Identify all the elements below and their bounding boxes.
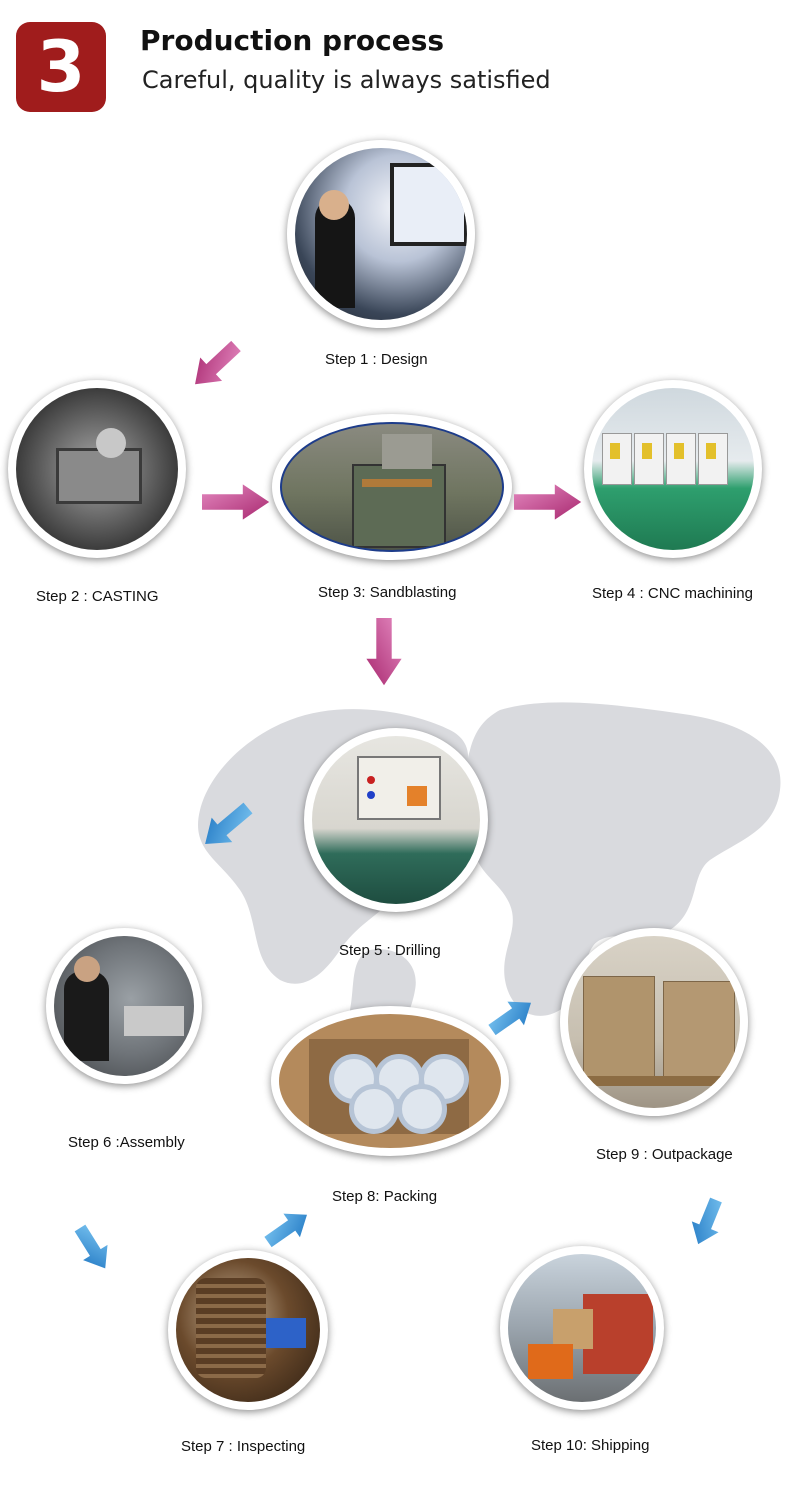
arrow-step5-to-step6 [194,795,259,857]
page-subtitle: Careful, quality is always satisfied [142,66,551,94]
step-6-assembly-image [46,928,202,1084]
step-3-sandblasting-image [272,414,512,560]
step-10-shipping-image [500,1246,664,1410]
step-8-label: Step 8: Packing [332,1188,438,1205]
arrow-step7-to-step8 [259,1202,316,1254]
step-7-label: Step 7 : Inspecting [181,1438,306,1455]
page-title: Production process [140,24,445,57]
step-6-label: Step 6 :Assembly [68,1134,185,1151]
step-10-label: Step 10: Shipping [531,1437,650,1454]
arrow-step8-to-step9 [483,990,540,1042]
step-5-drilling-image [304,728,488,912]
arrow-step9-to-step10 [684,1194,730,1250]
step-9-outpackage-image [560,928,748,1116]
arrow-step2-to-step3 [202,484,270,520]
step-number-badge: 3 [16,22,106,112]
step-2-casting-image [8,380,186,558]
step-8-packing-image [271,1006,509,1156]
arrow-step3-to-step4 [514,484,582,520]
arrow-step3-to-step5 [366,618,402,686]
step-9-label: Step 9 : Outpackage [596,1146,733,1163]
step-4-cnc-machining-image [584,380,762,558]
step-5-label: Step 5 : Drilling [339,942,441,959]
arrow-step1-to-step2 [184,334,247,396]
step-3-label: Step 3: Sandblasting [318,584,457,601]
step-1-label: Step 1 : Design [325,351,428,368]
step-7-inspecting-image [168,1250,328,1410]
step-4-label: Step 4 : CNC machining [592,585,753,602]
arrow-step6-to-step7 [67,1220,118,1276]
step-2-label: Step 2 : CASTING [36,588,159,605]
step-1-design-image [287,140,475,328]
